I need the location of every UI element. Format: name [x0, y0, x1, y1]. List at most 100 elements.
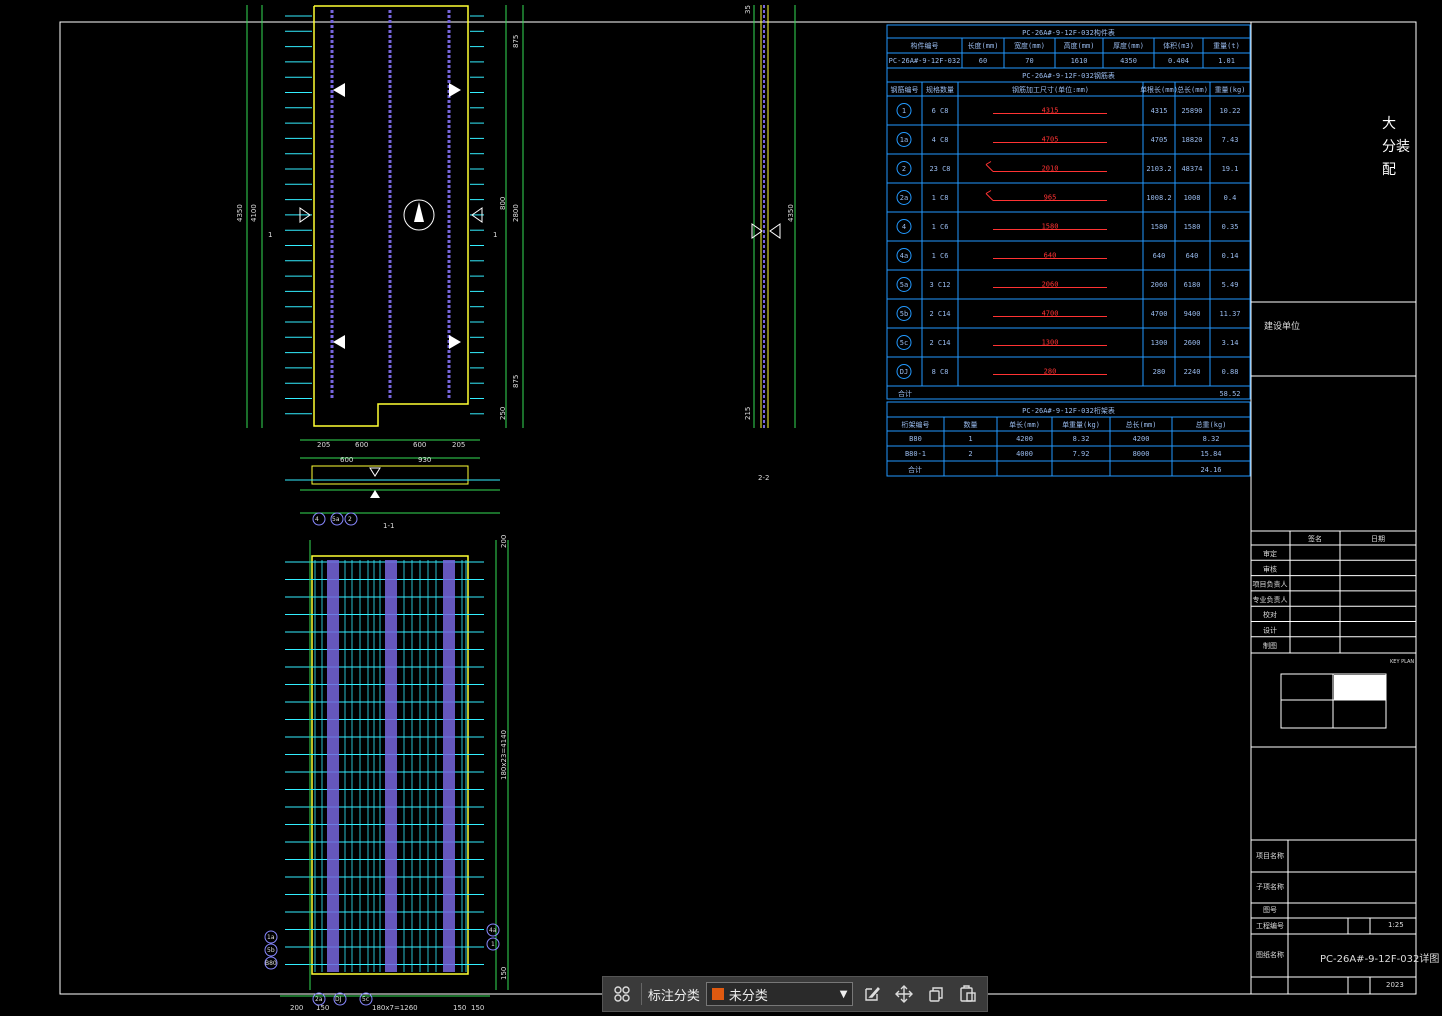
rebar-weight: 19.1 — [1222, 165, 1239, 173]
annotation-toolbar: 标注分类 未分类 ▼ — [602, 976, 988, 1012]
svg-text:205: 205 — [317, 441, 330, 449]
rebar-spec: 23 C8 — [929, 165, 950, 173]
section-1-1: 1-1 — [285, 465, 500, 530]
sign-header: 日期 — [1371, 535, 1385, 543]
table-border — [886, 67, 1251, 400]
svg-text:800: 800 — [499, 197, 507, 210]
truss-table-cell: 1 — [968, 435, 972, 443]
rebar-id: DJ — [900, 368, 908, 376]
sign-row-label: 审核 — [1263, 564, 1277, 573]
truss-table-cell: 8000 — [1133, 450, 1150, 458]
component-table-cell: 1610 — [1071, 57, 1088, 65]
rebar-spec: 4 C8 — [932, 136, 949, 144]
svg-text:180x7=1260: 180x7=1260 — [372, 1004, 418, 1012]
truss-table-cell: 4200 — [1133, 435, 1150, 443]
rebar-id: 2a — [900, 194, 908, 202]
rebar-total-label: 合计 — [898, 389, 912, 398]
rebar-single-length: 640 — [1153, 252, 1166, 260]
rebar-total-length: 18820 — [1181, 136, 1202, 144]
truss-table-cell: 4000 — [1016, 450, 1033, 458]
svg-text:930: 930 — [418, 456, 431, 464]
edit-icon[interactable] — [859, 981, 885, 1007]
rebar-id: 5a — [900, 281, 908, 289]
rebar-id: 1 — [902, 107, 906, 115]
rebar-table-header: 总长(mm) — [1177, 85, 1208, 94]
svg-text:215: 215 — [744, 407, 752, 420]
rebar-id-circle — [896, 306, 912, 321]
move-icon[interactable] — [891, 981, 917, 1007]
title-block: 大 分装 配 建设单位 签名日期审定审核项目负责人专业负责人校对设计制图 KEY… — [1250, 22, 1439, 995]
rebar-weight: 5.49 — [1222, 281, 1239, 289]
rebar-id-circle — [896, 190, 912, 205]
component-table-cell: PC-26A#-9-12F-032 — [889, 57, 961, 65]
rebar-total-length: 2600 — [1184, 339, 1201, 347]
paste-icon[interactable] — [955, 981, 981, 1007]
drawing-name: PC-26A#-9-12F-032详图 — [1320, 952, 1439, 965]
svg-text:875: 875 — [512, 375, 520, 388]
svg-text:5c: 5c — [362, 996, 369, 1003]
svg-text:2: 2 — [348, 516, 352, 523]
svg-text:150: 150 — [500, 967, 508, 980]
svg-text:DJ: DJ — [335, 996, 342, 1003]
rebar-total-value: 58.52 — [1219, 390, 1240, 398]
truss-table-header: 总重(kg) — [1196, 420, 1227, 429]
rebar-weight: 0.14 — [1222, 252, 1239, 260]
drawing-frame — [59, 21, 1417, 995]
rebar-id-circle — [896, 364, 912, 379]
component-table-cell: 1.01 — [1218, 57, 1235, 65]
svg-text:180x23=4140: 180x23=4140 — [500, 730, 508, 780]
rebar-id: 5b — [900, 310, 908, 318]
category-select-value: 未分类 — [728, 988, 768, 1004]
truss-table-title: PC-26A#-9-12F-032桁架表 — [1022, 406, 1115, 415]
component-table-cell: 0.404 — [1168, 57, 1189, 65]
rebar-id-circle — [896, 219, 912, 234]
svg-text:35: 35 — [744, 5, 752, 14]
component-table-cell: 60 — [979, 57, 987, 65]
rebar-single-length: 1300 — [1151, 339, 1168, 347]
component-table-header: 厚度(mm) — [1113, 41, 1144, 50]
title-char-1: 大 — [1382, 116, 1396, 132]
sign-row-label: 设计 — [1263, 626, 1277, 635]
rebar-single-length: 4315 — [1151, 107, 1168, 115]
sign-row-label: 校对 — [1263, 610, 1277, 619]
component-table-header: 长度(mm) — [968, 41, 999, 50]
rebar-weight: 0.88 — [1222, 368, 1239, 376]
svg-text:875: 875 — [512, 35, 520, 48]
svg-text:4a: 4a — [489, 927, 497, 934]
chevron-down-icon: ▼ — [839, 988, 848, 1000]
truss-table-header: 桁架编号 — [902, 420, 930, 429]
rebar-spec: 3 C12 — [929, 281, 950, 289]
truss-table-header: 总长(mm) — [1126, 420, 1157, 429]
component-table-header: 高度(mm) — [1064, 41, 1095, 50]
rebar-single-length: 2060 — [1151, 281, 1168, 289]
rebar-table-header: 单根长(mm) — [1140, 85, 1178, 94]
rebar-id: 2 — [902, 165, 906, 173]
svg-text:600: 600 — [355, 441, 368, 449]
project-row-label: 图号 — [1263, 906, 1277, 914]
rebar-spec: 6 C8 — [932, 107, 949, 115]
truss-table-cell: 7.92 — [1073, 450, 1090, 458]
rebar-weight: 7.43 — [1222, 136, 1239, 144]
rebar-table-header: 钢筋加工尺寸(单位:mm) — [1012, 85, 1089, 94]
rebar-id-circle — [896, 132, 912, 147]
rebar-single-length: 1008.2 — [1146, 194, 1171, 202]
component-table-cell: 70 — [1025, 57, 1033, 65]
section-2-2: 35 4350 215 2-2 — [744, 5, 796, 482]
grid-icon[interactable] — [609, 981, 635, 1007]
sign-row-label: 项目负责人 — [1253, 580, 1288, 589]
rebar-weight: 11.37 — [1219, 310, 1240, 318]
project-row-label: 工程编号 — [1256, 921, 1284, 930]
rebar-spec: 2 C14 — [929, 310, 950, 318]
sign-header: 签名 — [1308, 534, 1322, 543]
svg-text:200: 200 — [500, 535, 508, 548]
truss-table-cell: 4200 — [1016, 435, 1033, 443]
svg-text:4350: 4350 — [236, 204, 244, 222]
category-select[interactable]: 未分类 ▼ — [705, 982, 854, 1006]
truss-total-value: 24.16 — [1200, 466, 1221, 474]
copy-icon[interactable] — [923, 981, 949, 1007]
svg-text:4350: 4350 — [787, 204, 795, 222]
truss-table-header: 数量 — [964, 420, 978, 429]
category-color-swatch — [711, 988, 724, 1000]
rebar-layout-view: 180x23=4140 200 150 200 150 180x7=1260 1… — [264, 512, 509, 1012]
